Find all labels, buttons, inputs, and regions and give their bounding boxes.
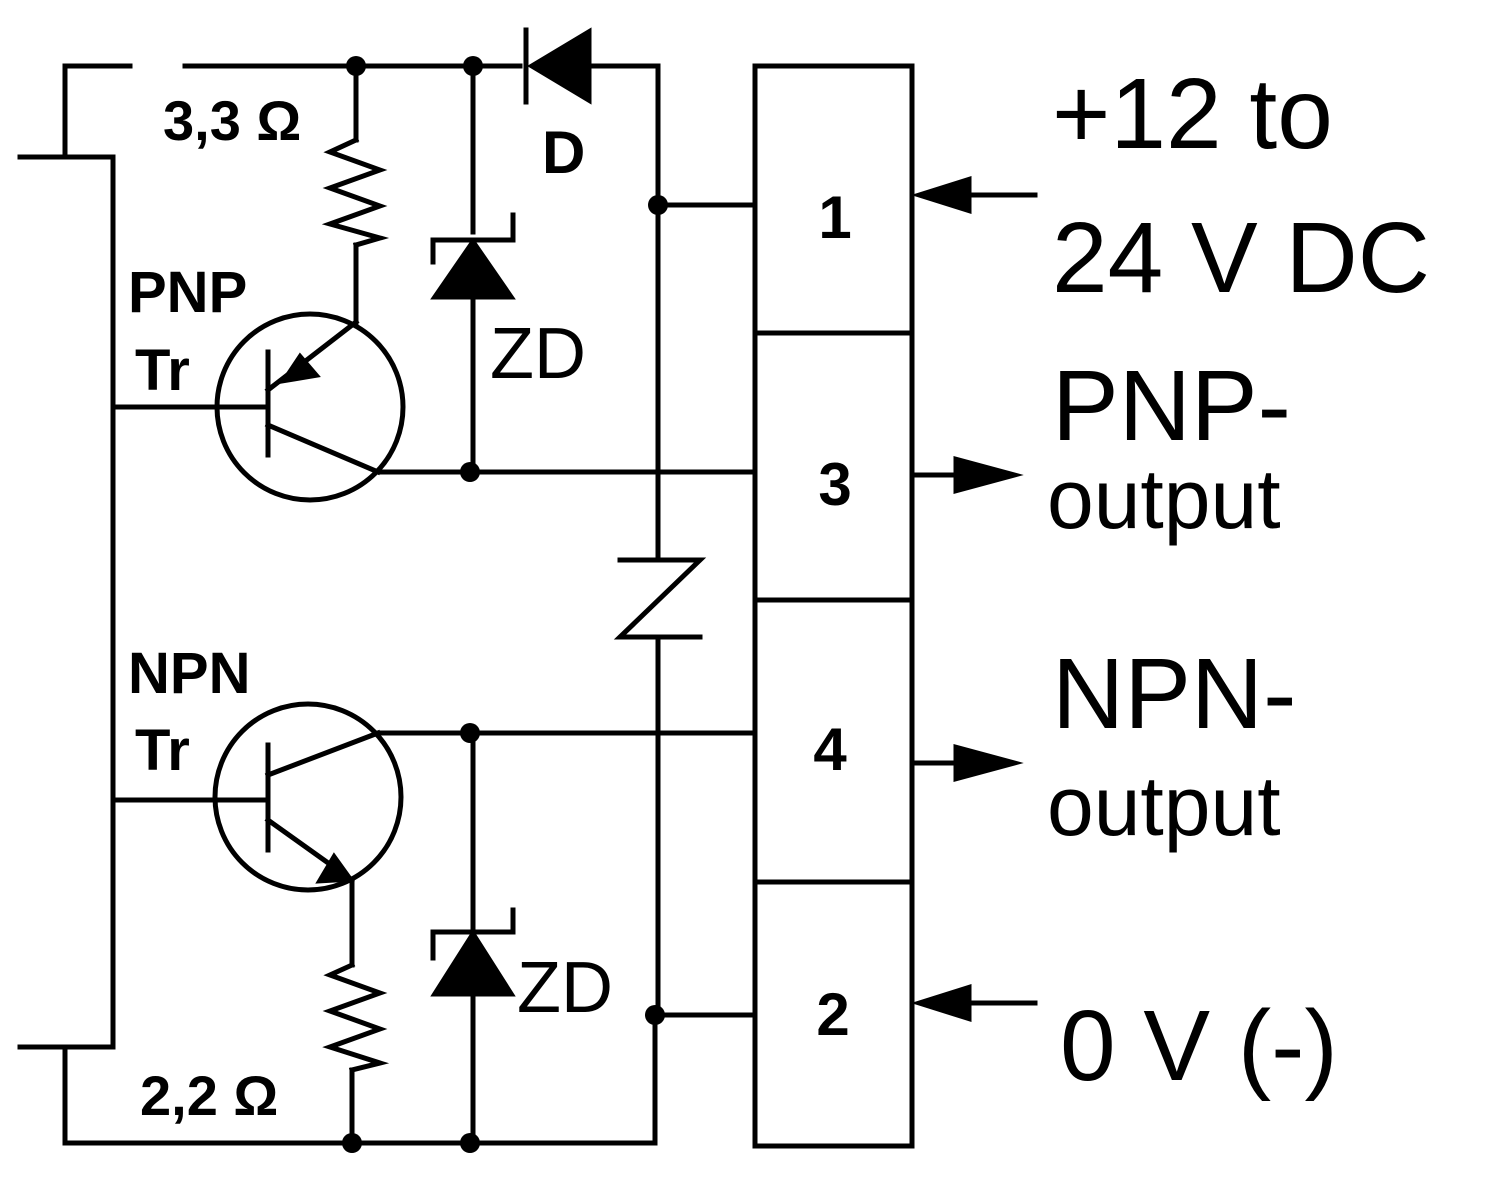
zener-diode-bottom — [430, 907, 516, 997]
terminal-pin-2: 2 — [816, 981, 849, 1048]
npn-transistor — [212, 701, 404, 893]
terminal-pin-4: 4 — [813, 716, 847, 783]
supply-arrow — [911, 175, 1038, 215]
ground-label: 0 V (-) — [1060, 990, 1338, 1102]
junction-dot — [460, 462, 480, 482]
junction-dot — [346, 56, 366, 76]
circuit-wires — [17, 63, 758, 1146]
supply-voltage-label-line2: 24 V DC — [1052, 202, 1430, 314]
ground-arrow — [911, 983, 1038, 1023]
load-z-symbol — [613, 557, 707, 640]
diode-label: D — [542, 119, 585, 186]
npn-output-label-line2: output — [1047, 759, 1281, 853]
junction-dot — [342, 1133, 362, 1153]
pnp-output-label-line2: output — [1047, 452, 1281, 546]
npn-label: NPN — [128, 641, 250, 706]
resistor-2-2-ohm — [322, 961, 390, 1074]
junction-dot — [460, 1133, 480, 1153]
resistor-3-3-ohm — [321, 136, 390, 249]
zener-bottom-label: ZD — [517, 948, 613, 1028]
npn-output-arrow — [909, 744, 1024, 782]
zener-diode-top — [430, 212, 516, 300]
junction-dot — [463, 56, 483, 76]
terminal-block — [752, 63, 915, 1149]
junction-dots — [342, 56, 668, 1153]
pnp-output-label-line1: PNP- — [1052, 350, 1291, 462]
npn-tr-label: Tr — [135, 718, 190, 783]
pnp-label: PNP — [128, 260, 247, 325]
resistor-bottom-label: 2,2 Ω — [140, 1064, 278, 1127]
resistor-top-label: 3,3 Ω — [163, 89, 301, 152]
junction-dot — [645, 1005, 665, 1025]
junction-dot — [648, 195, 668, 215]
terminal-pin-3: 3 — [818, 451, 851, 518]
supply-voltage-label-line1: +12 to — [1052, 58, 1333, 170]
junction-dot — [460, 723, 480, 743]
pnp-output-arrow — [909, 456, 1024, 494]
zener-top-label: ZD — [490, 314, 586, 394]
terminal-pin-1: 1 — [818, 184, 851, 251]
npn-output-label-line1: NPN- — [1052, 638, 1296, 750]
pnp-transistor — [214, 311, 406, 503]
diode-symbol — [523, 27, 592, 105]
pnp-tr-label: Tr — [135, 338, 190, 403]
